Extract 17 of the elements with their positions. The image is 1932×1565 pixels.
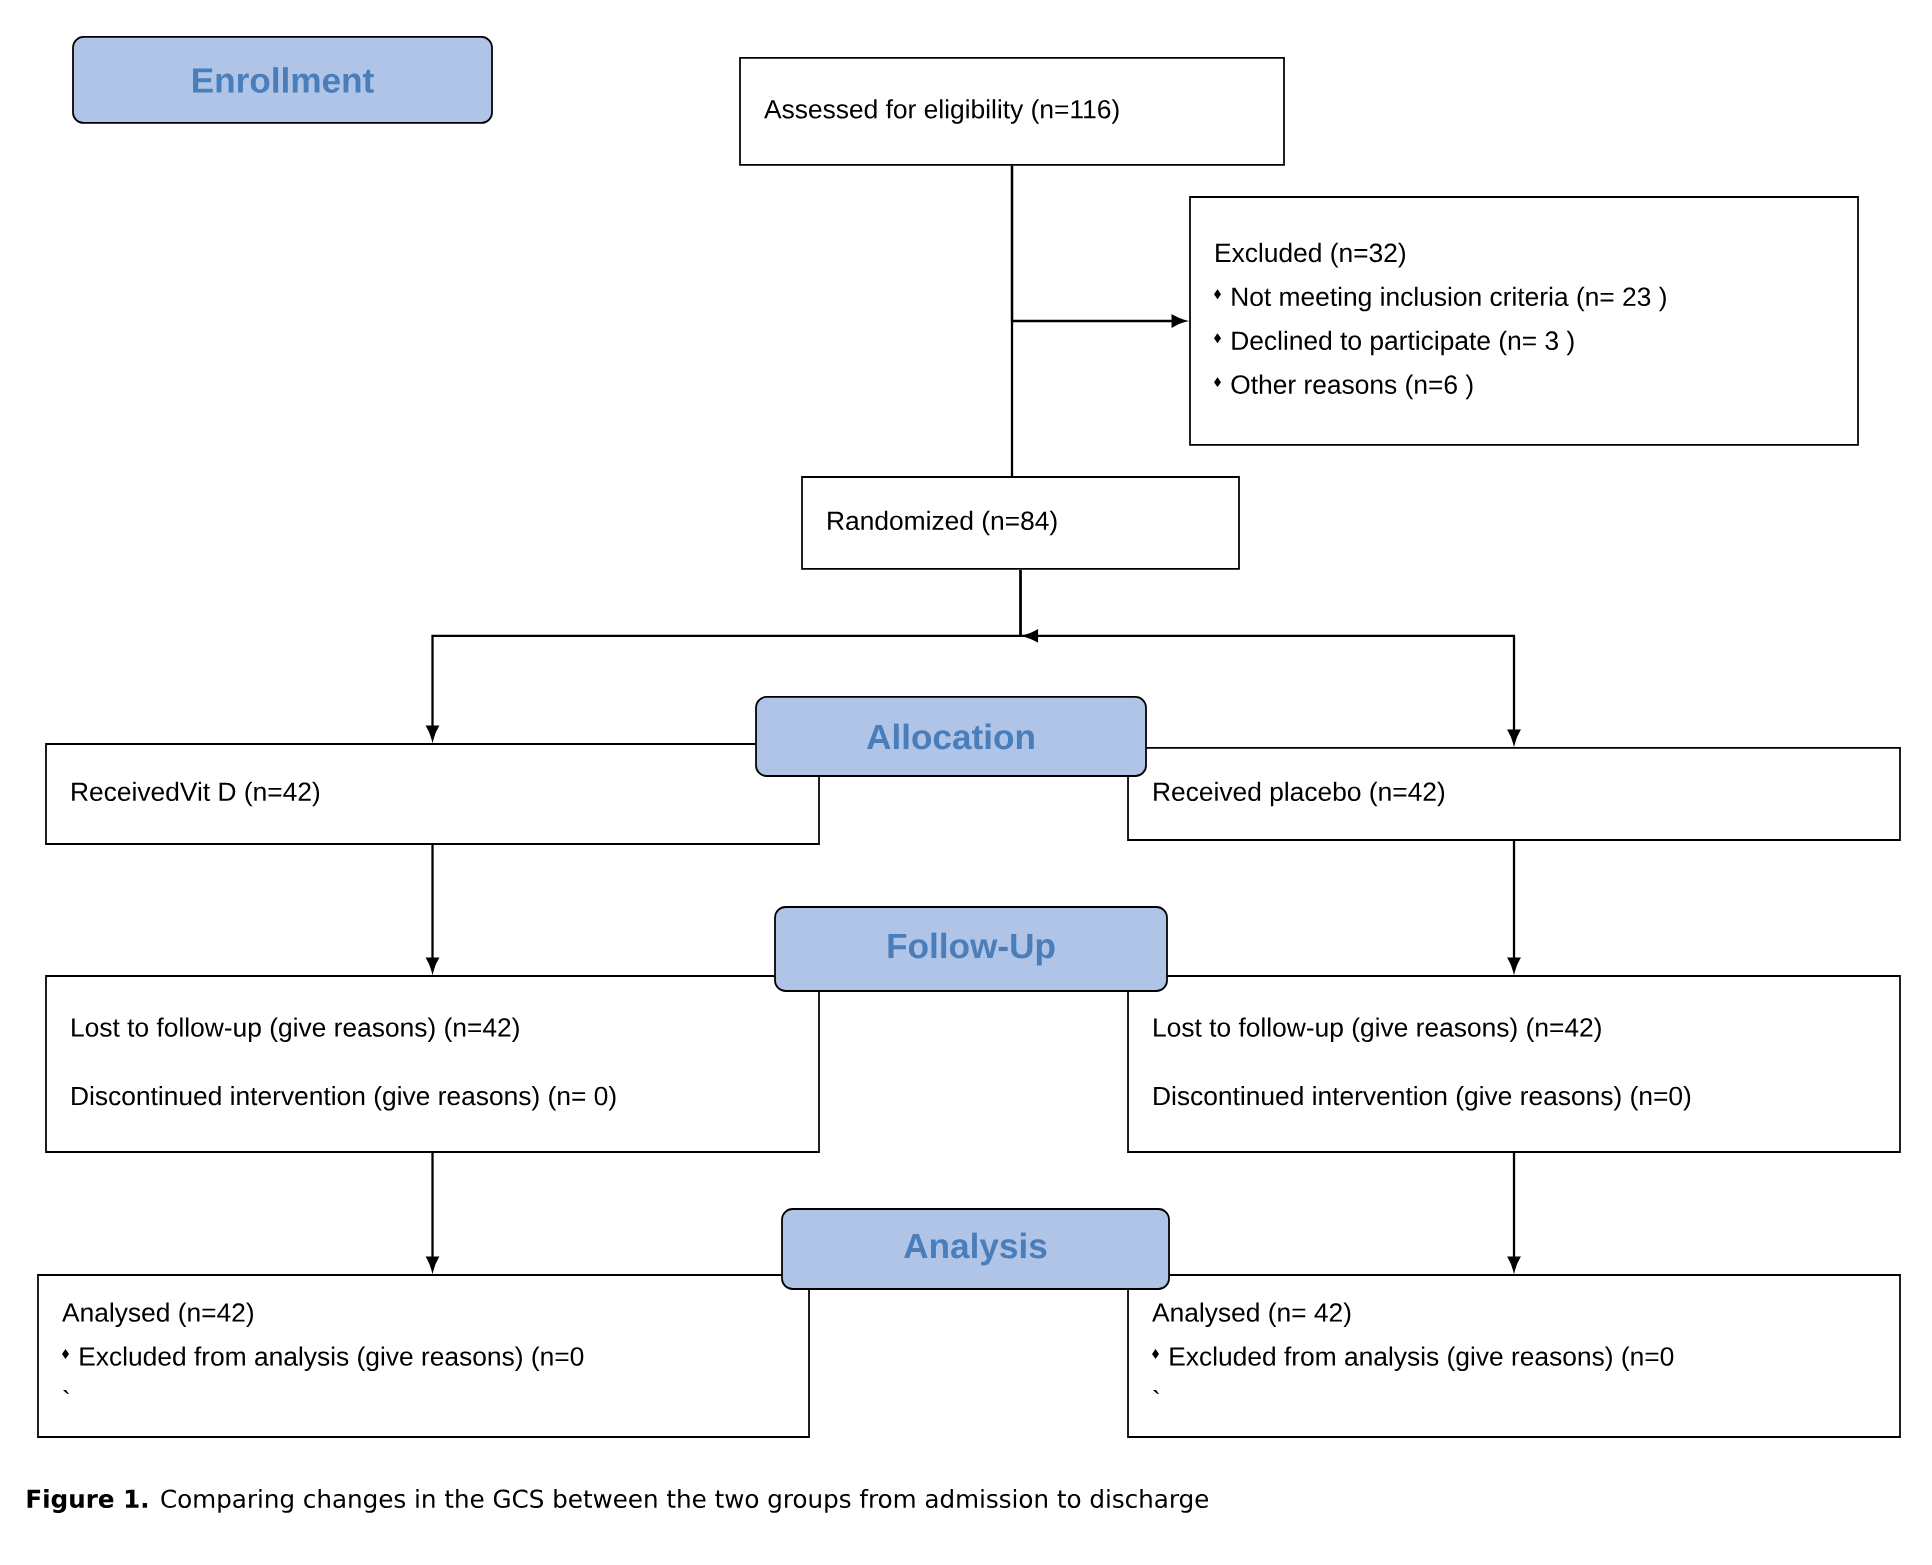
- arrow: [1010, 165, 1186, 328]
- process-box: Analysed (n= 42) Excluded from analysis (give reasons) (n=0 `: [1127, 1274, 1901, 1438]
- arrow: [1507, 840, 1521, 972]
- process-box: Randomized (n=84): [801, 476, 1240, 570]
- process-box: Analysed (n=42) Excluded from analysis (give reasons) (n=0 `: [37, 1274, 810, 1438]
- stage-label: Enrollment: [72, 36, 493, 124]
- process-box: Assessed for eligibility (n=116): [739, 57, 1285, 166]
- arrow: [1507, 1152, 1521, 1271]
- process-box: Received placebo (n=42): [1127, 747, 1901, 841]
- caption: Figure 1. Comparing changes in the GCS between the two groups from admission to discharge: [27, 1489, 1209, 1513]
- process-box: Lost to follow-up (give reasons) (n=42) Discontinued intervention (give reasons) (n= 0): [45, 975, 820, 1153]
- process-box: Excluded (n=32) Not meeting inclusion criteria (n= 23 ) Declined to participate (n= 3 ) Other reasons (n=6 ): [1189, 196, 1859, 446]
- stage-label: Analysis: [781, 1208, 1170, 1290]
- stage-label: Follow-Up: [774, 906, 1168, 992]
- process-box: ReceivedVit D (n=42): [45, 743, 820, 845]
- arrow: [1019, 569, 1521, 744]
- process-box: Lost to follow-up (give reasons) (n=42) Discontinued intervention (give reasons) (n=0): [1127, 975, 1901, 1153]
